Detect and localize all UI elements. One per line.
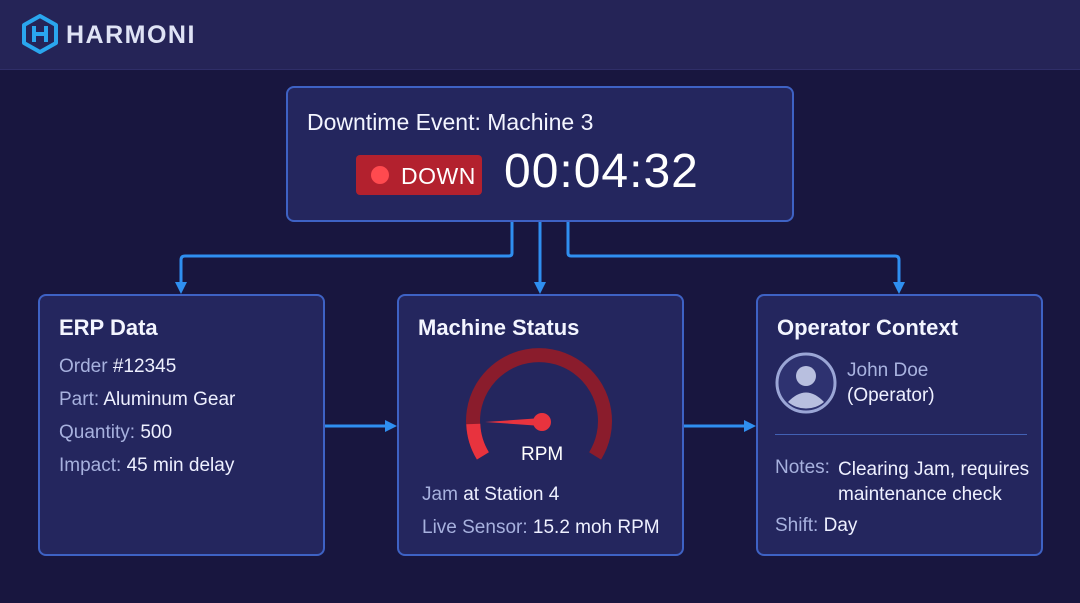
machine-status-card[interactable]: Machine Status RPM Jam at Station 4 Live… [397, 294, 684, 556]
impact-value: 45 min delay [126, 455, 235, 476]
status-label: DOWN [401, 163, 476, 189]
quantity-value: 500 [140, 422, 173, 443]
order-label: Order [59, 356, 108, 377]
quantity-label: Quantity: [59, 422, 136, 443]
part-value: Aluminum Gear [103, 389, 236, 410]
shift-label: Shift: [775, 515, 819, 536]
notes-label: Notes: [775, 457, 830, 478]
gauge-fill [466, 423, 490, 460]
downtime-timer: 00:04:32 [504, 145, 699, 198]
sensor-value: 15.2 moh RPM [532, 517, 660, 538]
machine-title: Machine Status [418, 315, 580, 340]
gauge-needle [485, 418, 542, 426]
erp-impact-row: Impact: 45 min delay [59, 455, 234, 477]
shift-row: Shift: Day [775, 515, 857, 537]
brand-name[interactable]: HARMONI [66, 21, 196, 49]
gauge-track [466, 348, 612, 460]
jam-label: Jam [422, 484, 458, 505]
erp-title: ERP Data [59, 315, 158, 340]
status-dot-icon [371, 166, 389, 184]
arrow-to-operator [566, 222, 905, 294]
notes-value: Clearing Jam, requires maintenance check [838, 459, 1030, 505]
down-status-badge: DOWN [356, 155, 482, 195]
section-divider [775, 434, 1027, 435]
part-label: Part: [59, 389, 100, 410]
shift-value: Day [823, 515, 858, 536]
erp-part-row: Part: Aluminum Gear [59, 389, 235, 411]
sensor-label: Live Sensor: [422, 517, 528, 538]
erp-quantity-row: Quantity: 500 [59, 422, 172, 444]
operator-context-card[interactable]: Operator Context John Doe (Operator) Not… [756, 294, 1043, 556]
user-avatar-icon [775, 352, 837, 414]
downtime-event-card[interactable]: Downtime Event: Machine 3 DOWN 00:04:32 [286, 86, 794, 222]
impact-label: Impact: [59, 455, 122, 476]
jam-row: Jam at Station 4 [422, 484, 559, 506]
event-title: Downtime Event: Machine 3 [307, 109, 594, 135]
live-sensor-row: Live Sensor: 15.2 moh RPM [422, 517, 660, 539]
app-header: HARMONI [0, 0, 1080, 70]
gauge-unit-label: RPM [521, 444, 564, 465]
operator-role: (Operator) [847, 385, 935, 406]
arrow-to-erp [175, 222, 514, 294]
operator-name: John Doe [847, 360, 929, 381]
jam-value: at Station 4 [463, 484, 560, 505]
rpm-gauge [466, 348, 612, 460]
gauge-hub [533, 413, 551, 431]
operator-title: Operator Context [777, 315, 958, 340]
erp-data-card[interactable]: ERP Data Order #12345 Part: Aluminum Gea… [38, 294, 325, 556]
order-value: #12345 [112, 356, 177, 377]
harmoni-logo-icon[interactable] [21, 14, 59, 54]
erp-order-row: Order #12345 [59, 356, 176, 378]
